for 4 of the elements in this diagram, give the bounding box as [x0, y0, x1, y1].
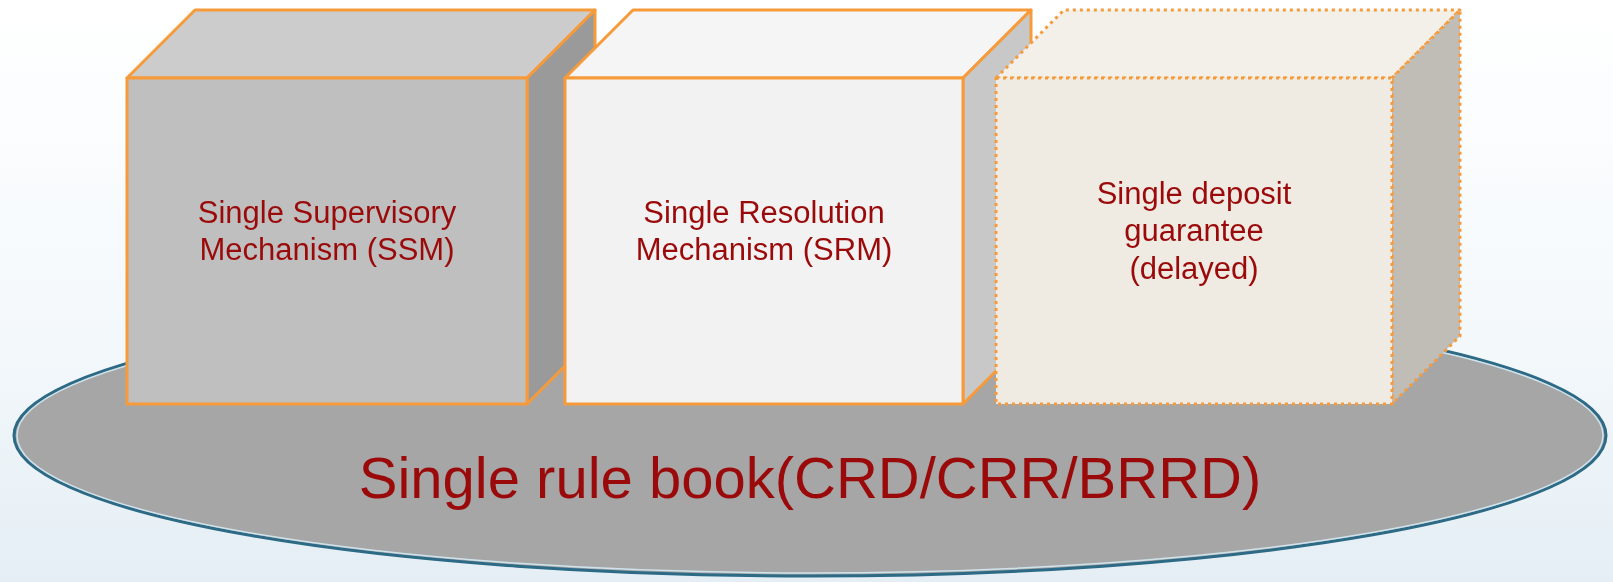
box-label: Single Supervisory Mechanism (SSM)	[196, 193, 458, 269]
box-label: Single Resolution Mechanism (SRM)	[634, 193, 894, 269]
box-label: Single rule book(CRD/CRR/BRRD)	[358, 444, 1262, 513]
box-label: Single deposit guarantee (delayed)	[1095, 175, 1293, 287]
